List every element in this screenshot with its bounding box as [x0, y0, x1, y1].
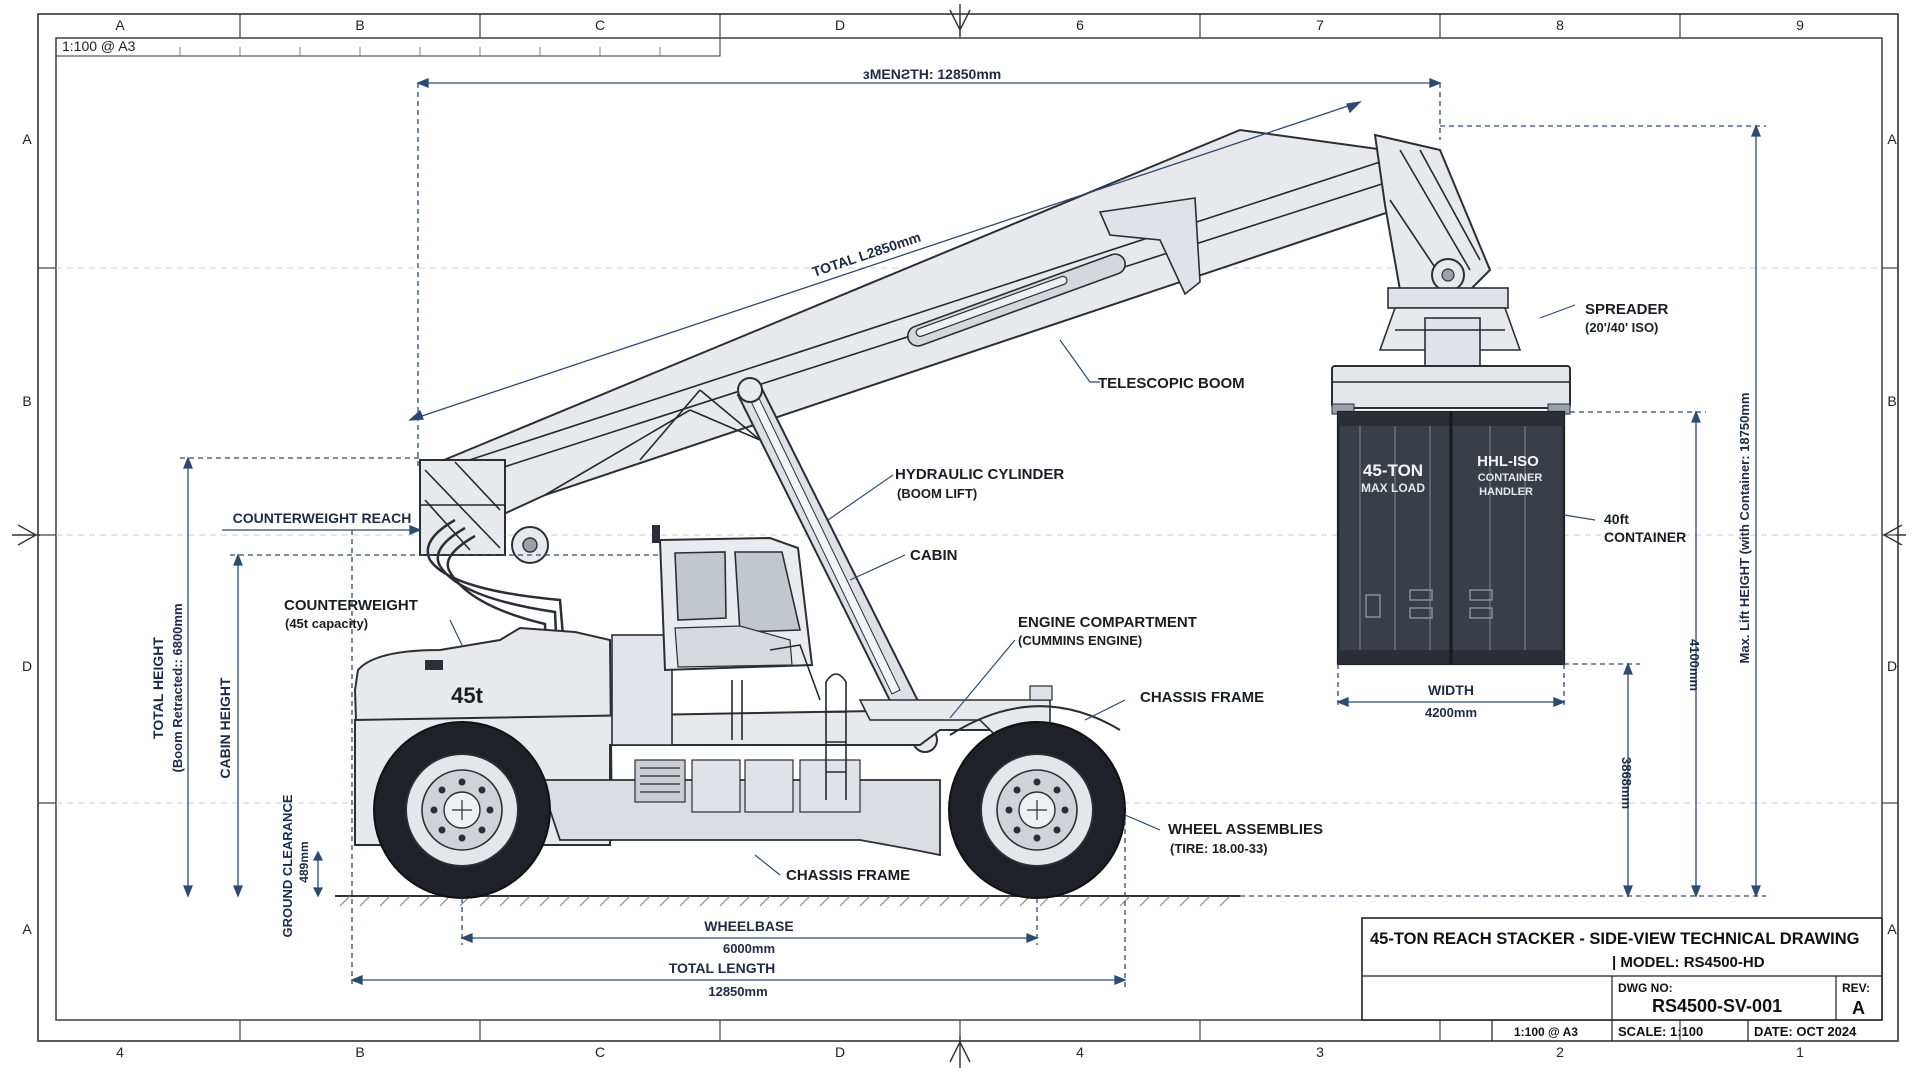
callout-wheels-sub: (TIRE: 18.00-33) — [1170, 841, 1268, 856]
grid-left-1: A — [22, 131, 32, 147]
callout-chassis-bottom: CHASSIS FRAME — [786, 867, 910, 884]
scale-ruler: 1:100 @ A3 — [55, 37, 721, 57]
dim-width: WIDTH — [1428, 682, 1474, 698]
grid-bottom-8: 1 — [1796, 1044, 1804, 1060]
callout-engine: ENGINE COMPARTMENT — [1018, 614, 1197, 631]
dim-width-val: 4200mm — [1425, 705, 1477, 720]
dim-total-height: TOTAL HEIGHT — [150, 637, 166, 739]
grid-top-3: C — [595, 17, 605, 33]
container-iso-sub2: HANDLER — [1479, 486, 1533, 498]
container-iso-text: HHL-ISO — [1477, 453, 1539, 470]
telescopic-boom — [418, 128, 1397, 721]
grid-right-1: A — [1887, 131, 1897, 147]
grid-top-6: 7 — [1316, 17, 1324, 33]
title-block-sheet-scale: 1:100 @ A3 — [1514, 1025, 1578, 1039]
title-block-model: | MODEL: RS4500-HD — [1612, 954, 1765, 971]
title-block-date: DATE: OCT 2024 — [1754, 1024, 1857, 1039]
title-block-dwg-no: RS4500-SV-001 — [1652, 996, 1782, 1016]
title-block-dwg-label: DWG NO: — [1618, 981, 1673, 995]
inner-border — [55, 37, 1883, 1021]
rear-wheel — [373, 721, 551, 899]
grid-bottom-2: B — [355, 1044, 364, 1060]
dim-cabin-height: CABIN HEIGHT — [217, 677, 233, 779]
callout-wheels: WHEEL ASSEMBLIES — [1168, 821, 1323, 838]
grid-right-4: A — [1887, 921, 1897, 937]
grid-top-1: A — [115, 17, 125, 33]
grid-top-8: 9 — [1796, 17, 1804, 33]
scale-ruler-label: 1:100 @ A3 — [62, 38, 136, 54]
dimension-lines — [180, 78, 1766, 988]
callout-spreader: SPREADER — [1585, 301, 1669, 318]
boom-head — [1373, 133, 1522, 367]
front-fender — [949, 705, 1121, 736]
front-wheel — [948, 721, 1126, 899]
dim-total-length-val: 12850mm — [708, 984, 767, 999]
grid-right-2: B — [1887, 393, 1896, 409]
ground-line — [335, 895, 1240, 907]
callout-telescopic-boom: TELESCOPIC BOOM — [1098, 375, 1245, 392]
title-block-rev: A — [1852, 998, 1865, 1018]
spreader — [1331, 365, 1571, 415]
container: 45-TON MAX LOAD HHL-ISO CONTAINER HANDLE… — [1336, 410, 1566, 666]
grid-top-2: B — [355, 17, 364, 33]
grid-right-3: D — [1887, 658, 1897, 674]
dim-top-length: ɜMENƧTH: 12850mm — [863, 66, 1001, 82]
container-iso-sub1: CONTAINER — [1478, 472, 1543, 484]
callout-hydraulic: HYDRAULIC CYLINDER — [895, 466, 1064, 483]
grid-bottom-1: 4 — [116, 1044, 124, 1060]
callout-counterweight: COUNTERWEIGHT — [284, 597, 418, 614]
title-block-scale: SCALE: 1:100 — [1618, 1024, 1703, 1039]
dim-ground-clearance: GROUND CLEARANCE — [280, 794, 295, 937]
callout-engine-sub: (CUMMINS ENGINE) — [1018, 633, 1142, 648]
centering-marks — [12, 4, 1906, 1068]
outer-border — [37, 13, 1899, 1042]
dim-spreader-height: 3868mm — [1619, 757, 1634, 809]
container-load-text: 45-TON — [1363, 461, 1423, 480]
dim-total-length: TOTAL LENGTH — [669, 960, 776, 976]
grid-top-4: D — [835, 17, 845, 33]
grid-bottom-5: 4 — [1076, 1044, 1084, 1060]
dim-wheelbase-val: 6000mm — [723, 941, 775, 956]
container-load-sub: MAX LOAD — [1361, 481, 1425, 495]
grid-labels: A B C D 6 7 8 9 4 B C D 4 3 2 1 A B D A … — [22, 17, 1897, 1060]
callout-spreader-sub: (20'/40' ISO) — [1585, 320, 1658, 335]
grid-left-3: D — [22, 658, 32, 674]
grid-bottom-4: D — [835, 1044, 845, 1060]
dim-container-height: 4100mm — [1687, 639, 1702, 691]
title-block-title: 45-TON REACH STACKER - SIDE-VIEW TECHNIC… — [1370, 930, 1860, 948]
dim-total-height-sub: (Boom Retracted:: 6800mm — [170, 603, 185, 772]
grid-top-7: 8 — [1556, 17, 1564, 33]
dim-ground-clearance-val: 489mm — [297, 841, 311, 882]
title-block-rev-label: REV: — [1842, 981, 1870, 995]
grid-left-4: A — [22, 921, 32, 937]
callout-chassis-right: CHASSIS FRAME — [1140, 689, 1264, 706]
body-badge-45t: 45t — [451, 683, 483, 708]
grid-bottom-7: 2 — [1556, 1044, 1564, 1060]
leader-lines — [449, 304, 1596, 876]
cabin — [652, 525, 821, 701]
callout-counterweight-sub: (45t capacity) — [285, 616, 368, 631]
grid-left-2: B — [22, 393, 31, 409]
callout-container-sub: CONTAINER — [1604, 529, 1686, 545]
callout-container: 40ft — [1604, 511, 1629, 527]
callout-labels: TELESCOPIC BOOM SPREADER (20'/40' ISO) H… — [284, 301, 1686, 884]
grid-top-5: 6 — [1076, 17, 1084, 33]
grid-bottom-3: C — [595, 1044, 605, 1060]
callout-cabin: CABIN — [910, 547, 958, 564]
dim-counterweight-reach: COUNTERWEIGHT REACH — [233, 510, 412, 526]
callout-hydraulic-sub: (BOOM LIFT) — [897, 486, 977, 501]
grid-ticks — [38, 14, 1898, 1041]
title-block: 45-TON REACH STACKER - SIDE-VIEW TECHNIC… — [1361, 917, 1883, 1041]
dim-wheelbase: WHEELBASE — [704, 918, 793, 934]
grid-bottom-6: 3 — [1316, 1044, 1324, 1060]
dim-max-lift: Max. Lift HEIGHT (with Container: 18750m… — [1737, 393, 1752, 664]
